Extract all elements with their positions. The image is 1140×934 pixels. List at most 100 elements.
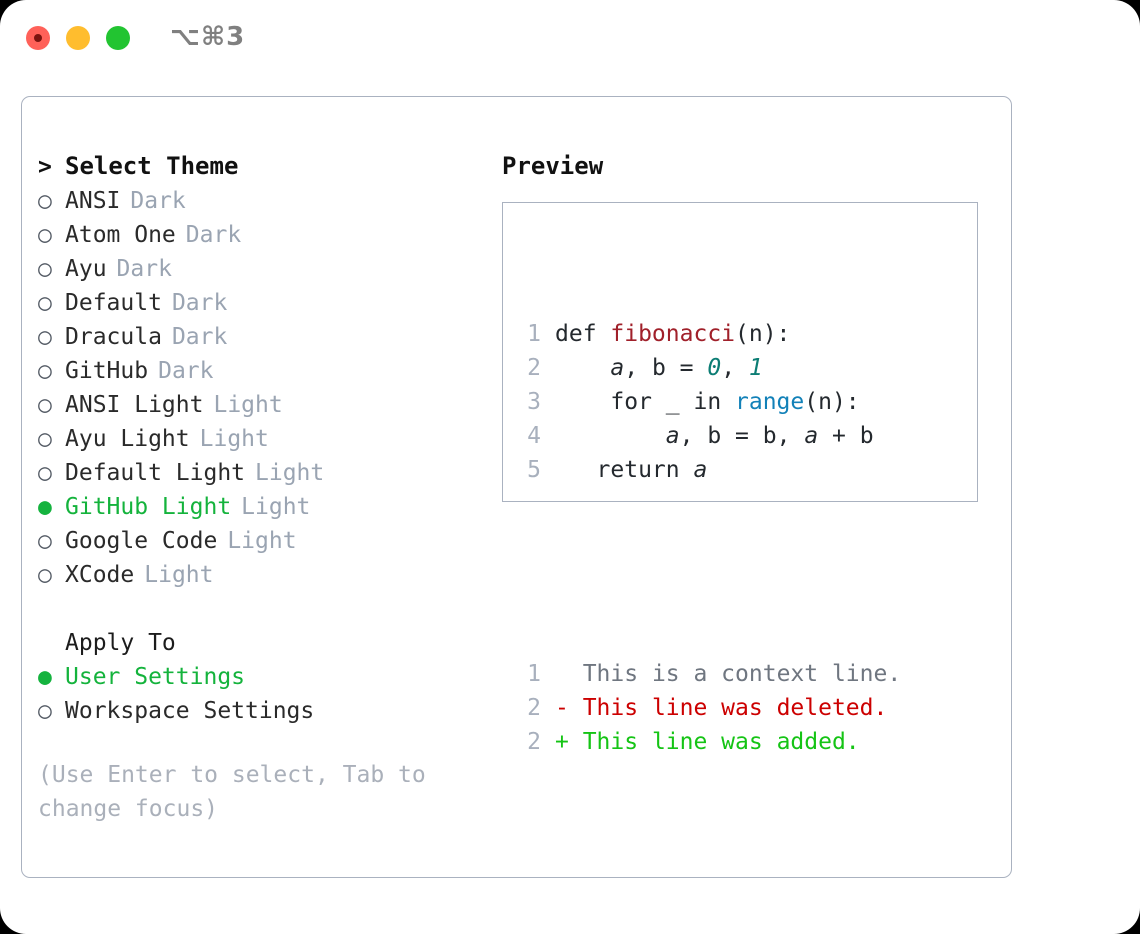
theme-option-label: Ayu Light [65, 426, 190, 452]
line-number: 3 [527, 389, 541, 415]
code-token: = [721, 423, 763, 449]
theme-variant-badge: Light [199, 426, 269, 452]
minimize-button[interactable] [66, 26, 90, 50]
preview-title: Preview [502, 152, 604, 180]
theme-option-row[interactable]: ○ GitHub Dark [38, 354, 478, 388]
code-token [555, 355, 610, 381]
diff-line: 2+ This line was added. [519, 725, 901, 759]
prompt-caret-icon: > [38, 154, 52, 180]
theme-option-label: Google Code [65, 528, 218, 554]
code-token: = [665, 355, 708, 381]
theme-option-row[interactable]: ○ Dracula Dark [38, 320, 478, 354]
line-number: 2 [527, 355, 541, 381]
radio-unselected-icon: ○ [38, 528, 52, 554]
diff-line-content: This is a context line. [568, 661, 902, 687]
apply-to-option-label: User Settings [65, 664, 246, 690]
window-controls [26, 26, 130, 50]
radio-selected-icon: ● [38, 664, 52, 690]
theme-option-label: ANSI Light [65, 392, 204, 418]
radio-unselected-icon: ○ [38, 426, 52, 452]
code-token: , [776, 423, 805, 449]
theme-variant-badge: Dark [185, 222, 242, 248]
radio-unselected-icon: ○ [38, 188, 52, 214]
code-line-content: a, b = 0, 1 [555, 351, 763, 385]
maximize-button[interactable] [106, 26, 130, 50]
line-number: 4 [527, 423, 541, 449]
theme-option-label: Atom One [65, 222, 176, 248]
theme-option-label: GitHub Light [65, 494, 232, 520]
code-token: def [555, 321, 611, 347]
diff-line-content: This line was added. [568, 729, 860, 755]
diff-line: 1 This is a context line. [519, 657, 901, 691]
code-token: a [693, 457, 708, 483]
title-bar: ⌥⌘3 [0, 0, 1140, 78]
radio-unselected-icon: ○ [38, 562, 52, 588]
code-line: 4 a, b = b, a + b [519, 419, 901, 453]
diff-line: 2- This line was deleted. [519, 691, 901, 725]
code-line-content: return a [555, 453, 708, 487]
radio-unselected-icon: ○ [38, 460, 52, 486]
code-token: range [735, 389, 805, 415]
code-line: 2 a, b = 0, 1 [519, 351, 901, 385]
theme-option-row[interactable]: ○ ANSI Light Light [38, 388, 478, 422]
theme-option-label: Dracula [65, 324, 162, 350]
theme-variant-badge: Light [144, 562, 214, 588]
apply-to-option-label: Workspace Settings [65, 698, 315, 724]
radio-unselected-icon: ○ [38, 698, 52, 724]
code-line: 5 return a [519, 453, 901, 487]
apply-to-option-row[interactable]: ● User Settings [38, 660, 478, 694]
code-token: b [707, 423, 722, 449]
code-token: fibonacci [610, 321, 736, 347]
theme-option-label: Default [65, 290, 162, 316]
code-token: , [721, 355, 749, 381]
code-token: for _ in [555, 389, 736, 415]
radio-unselected-icon: ○ [38, 392, 52, 418]
theme-variant-badge: Light [241, 494, 311, 520]
section-spacer [38, 592, 478, 626]
code-line: 3 for _ in range(n): [519, 385, 901, 419]
theme-option-label: Default Light [65, 460, 246, 486]
diff-sign: - [555, 695, 569, 721]
close-button[interactable] [26, 26, 50, 50]
code-line-content: for _ in range(n): [555, 385, 860, 419]
diff-sign [555, 657, 569, 691]
radio-unselected-icon: ○ [38, 358, 52, 384]
radio-unselected-icon: ○ [38, 290, 52, 316]
theme-variant-badge: Dark [171, 324, 228, 350]
code-token: a [610, 355, 625, 381]
code-token: b [762, 423, 777, 449]
code-token [555, 423, 666, 449]
code-token: + [818, 423, 860, 449]
code-token: (n): [804, 389, 860, 415]
radio-unselected-icon: ○ [38, 256, 52, 282]
apply-to-heading-row: Apply To [38, 626, 478, 660]
radio-unselected-icon: ○ [38, 324, 52, 350]
theme-variant-badge: Dark [158, 358, 214, 384]
code-token: a [804, 423, 819, 449]
theme-option-label: GitHub [65, 358, 149, 384]
code-token: (n): [735, 321, 791, 347]
apply-to-option-row[interactable]: ○ Workspace Settings [38, 694, 478, 728]
keyboard-hint-text: (Use Enter to select, Tab to change focu… [38, 762, 426, 822]
line-number: 2 [527, 729, 541, 755]
theme-option-label: ANSI [65, 188, 121, 214]
theme-option-row[interactable]: ○ Ayu Light Light [38, 422, 478, 456]
code-token: b [859, 423, 874, 449]
theme-variant-badge: Light [213, 392, 283, 418]
code-token: 1 [748, 355, 763, 381]
code-diff-gap [519, 555, 901, 589]
